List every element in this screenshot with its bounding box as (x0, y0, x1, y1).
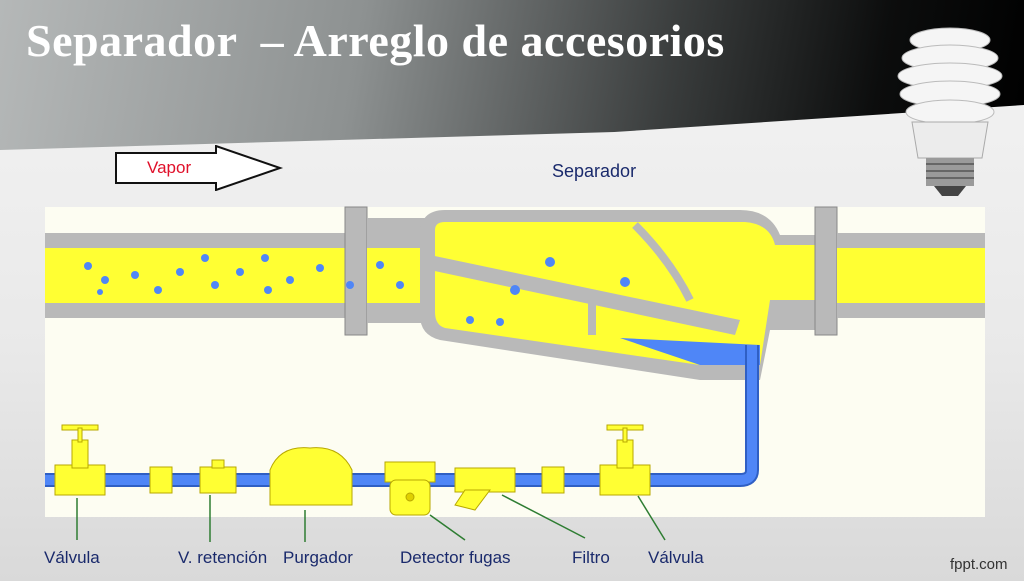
callout-arrows (76, 494, 666, 542)
vapor-label: Vapor (147, 158, 192, 177)
brand-footer: fppt.com (950, 556, 1008, 573)
union-fitting-icon (149, 466, 173, 494)
label-valve-1: Válvula (44, 548, 100, 567)
label-valve-2: Válvula (648, 548, 704, 567)
separator-label: Separador (552, 161, 637, 181)
label-filter: Filtro (572, 548, 610, 567)
union-fitting-icon (541, 466, 565, 494)
water-droplets (84, 254, 630, 326)
leak-detector-icon[interactable] (384, 461, 436, 516)
inlet-pipe (45, 233, 355, 318)
label-check-valve: V. retención (178, 548, 268, 567)
flow-direction-arrow-icon (115, 145, 284, 191)
valve-2-icon[interactable] (599, 424, 651, 496)
separator-body (420, 206, 838, 380)
inlet-flange (344, 206, 427, 336)
outlet-pipe (837, 233, 985, 318)
check-valve-icon[interactable] (199, 459, 237, 494)
steam-trap-icon[interactable] (269, 447, 353, 506)
lightbulb-icon (897, 27, 1003, 196)
label-steam-trap: Purgador (283, 548, 353, 567)
strainer-filter-icon[interactable] (454, 467, 516, 511)
valve-1-icon[interactable] (54, 424, 106, 496)
slide-title: Separador – Arreglo de accesorios (26, 15, 725, 66)
label-leak-detector: Detector fugas (400, 548, 511, 567)
